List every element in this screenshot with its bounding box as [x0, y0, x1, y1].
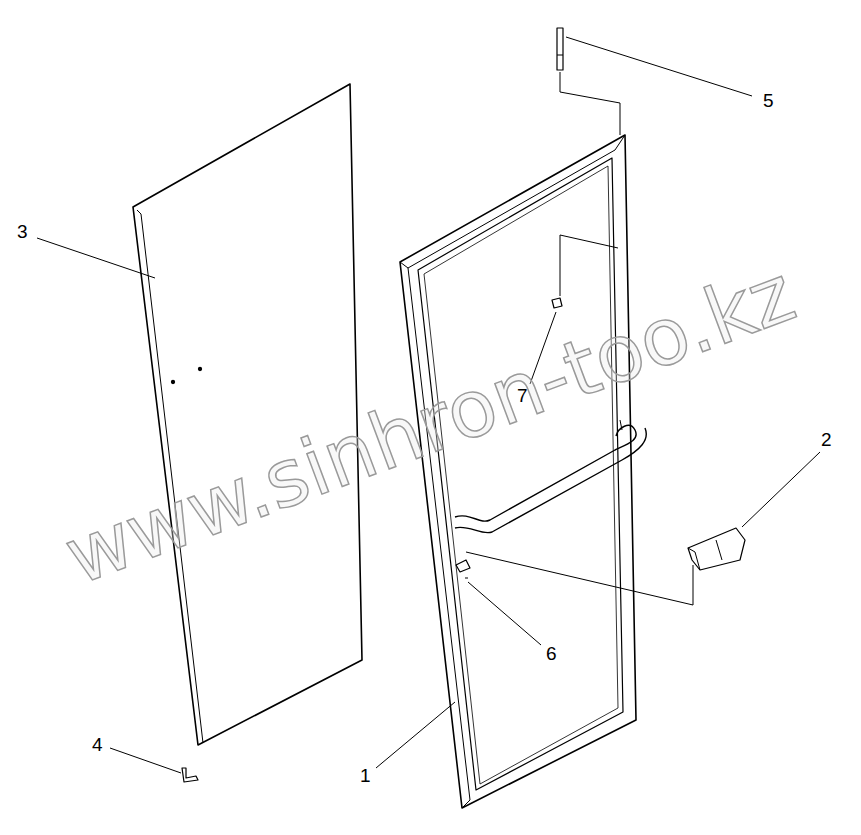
callout-number: 6 [545, 644, 558, 663]
callout-number: 4 [91, 735, 104, 754]
callout-number: 5 [762, 91, 775, 110]
callout-number: 1 [359, 766, 372, 785]
watermark: www.sinhron-too.kz [56, 253, 805, 596]
callout-number: 3 [16, 222, 29, 241]
callout-number: 2 [820, 430, 833, 449]
